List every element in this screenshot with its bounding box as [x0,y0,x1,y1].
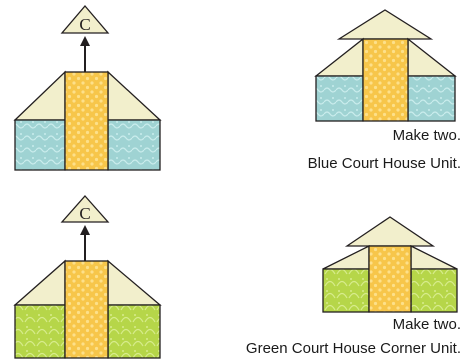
triangle-piece-c [60,4,110,34]
green-make-two-caption: Make two. [392,316,461,333]
gold-center-strip [64,260,109,359]
corner-triangle-right [107,70,162,121]
green-square-right [410,268,458,313]
green-square-right [107,304,161,359]
gold-center-strip [64,71,109,171]
gold-center-strip [368,245,412,313]
triangle-piece-label: C [79,15,90,34]
top-triangle [336,9,434,40]
triangle-piece-c [60,195,110,223]
corner-triangle-left [13,70,66,121]
blue-unit-name-caption: Blue Court House Unit. [307,155,461,172]
gold-center-strip [362,38,409,122]
up-arrow-icon [80,225,90,261]
teal-square-left [315,75,364,122]
teal-square-right [407,75,456,122]
green-square-left [14,304,66,359]
green-unit-name-caption: Green Court House Corner Unit. [245,340,461,357]
top-triangle [344,216,436,247]
up-arrow-icon [80,36,90,72]
blue-make-two-caption: Make two. [392,127,461,144]
green-square-left [322,268,370,313]
corner-triangle-left [322,244,370,270]
teal-square-right [107,119,161,171]
blue-court-house-unit [314,9,457,122]
green-unit-assembly: C [13,195,162,359]
corner-triangle-left [13,259,66,306]
triangle-piece-label: C [79,204,90,223]
corner-triangle-right [407,37,457,77]
teal-square-left [14,119,66,171]
green-court-house-corner-unit [322,216,458,313]
corner-triangle-right [107,259,162,306]
corner-triangle-left [314,37,364,77]
corner-triangle-right [410,244,458,270]
blue-unit-assembly: C [13,4,162,171]
